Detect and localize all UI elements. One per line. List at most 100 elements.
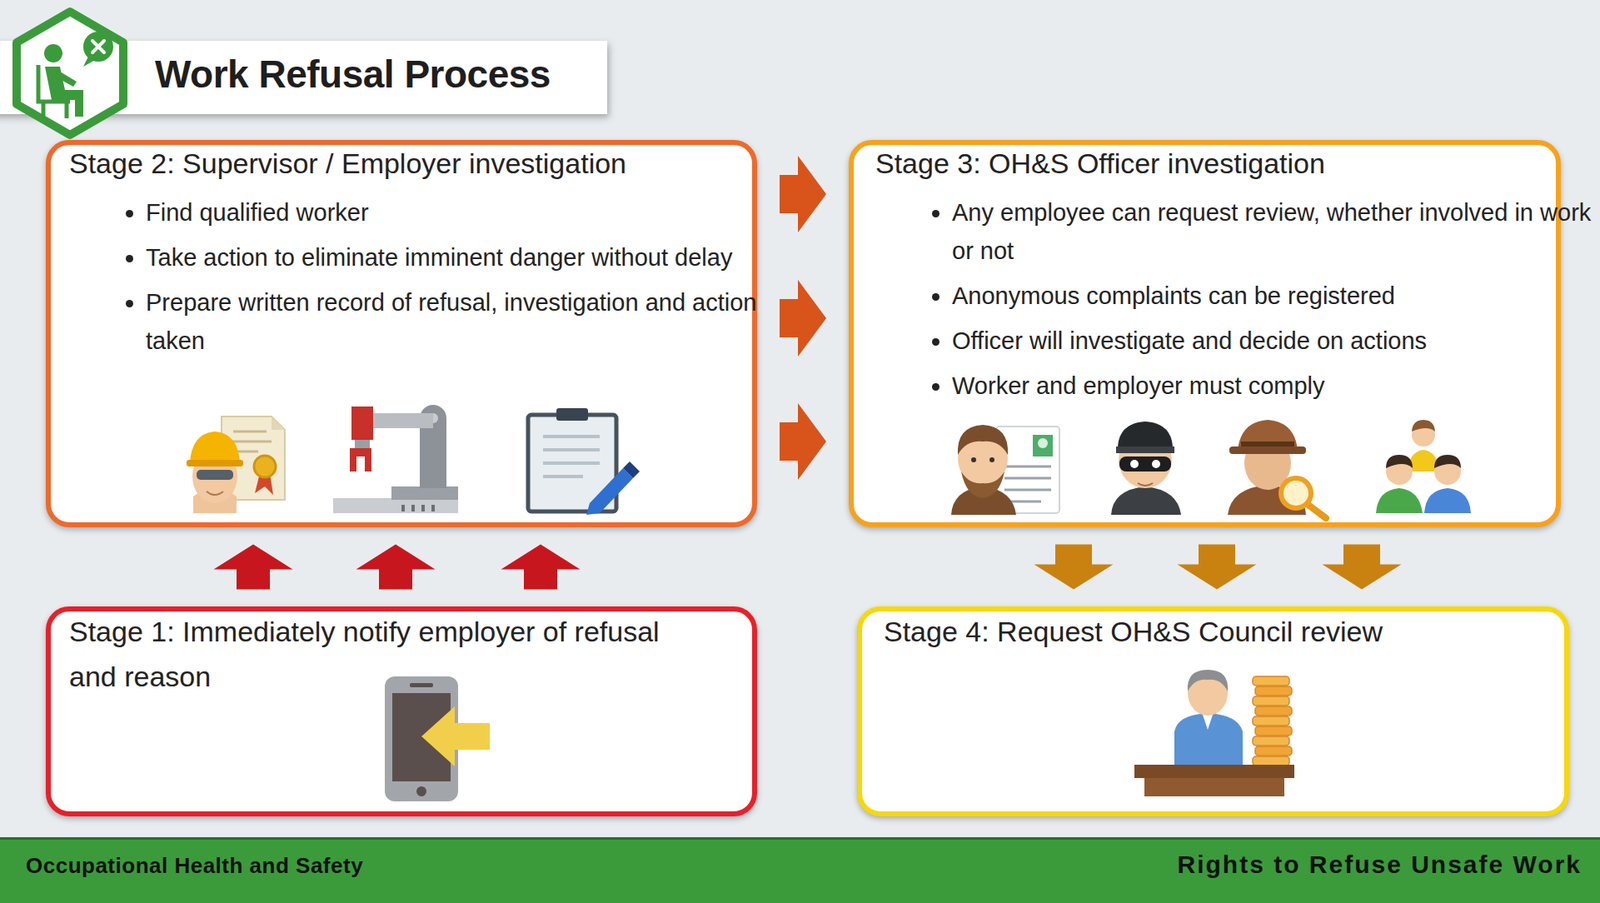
logo-hexagon-part [58,71,77,87]
council-reviewer-icon-part [1144,777,1285,797]
bullet-item: Prepare written record of refusal, inves… [145,283,798,360]
detective-icon [1227,419,1326,519]
phone-icon-part [421,706,490,767]
qualified-worker-icon-part [233,431,272,452]
stage-heading: Stage 1: Immediately notify employer of … [69,608,678,700]
group-of-people-icon-part [1385,454,1413,469]
flow-arrow [214,544,294,590]
coin [1255,686,1292,696]
robot-arm-icon [333,404,459,514]
clipboard-icon-part [623,461,640,479]
qualified-worker-icon-part [271,416,285,430]
stage-box: Stage 2: Supervisor / Employer investiga… [45,139,758,528]
flow-arrow [1322,544,1402,590]
flow-arrow [779,279,827,357]
qualified-worker-icon-part [196,469,234,480]
logo-hexagon-part [43,101,67,119]
flow-arrow [1034,544,1114,590]
qualified-worker-icon-part [254,455,276,478]
box-content: Stage 2: Supervisor / Employer investiga… [45,139,758,360]
group-of-people-icon-part [1407,449,1440,472]
flow-arrow [356,544,436,590]
coin [1252,756,1290,766]
logo-hexagon-part [83,56,95,67]
qualified-worker-icon-part [186,459,244,467]
robot-arm-icon-part [333,498,459,514]
employee-id-icon-part [1037,438,1048,449]
flow-arrow [779,403,827,480]
bullet-item: Anonymous complaints can be registered [952,276,1600,315]
bullet-item: Any employee can request review, whether… [952,193,1600,270]
detective-icon-part [1280,478,1311,509]
coin [1252,696,1290,706]
coin [1255,706,1292,716]
robot-arm-icon-part [354,439,370,449]
bullet-item: Find qualified worker [145,193,798,232]
bullet-list: Find qualified workerTake action to elim… [69,193,798,360]
qualified-worker-icon [186,416,285,514]
stage-heading: Stage 4: Request OH&S Council review [883,613,1553,650]
footer-bar [0,837,1600,903]
group-of-people-icon-part [1375,488,1423,514]
logo-hexagon-part [92,40,105,53]
group-of-people-icon [1375,419,1471,514]
robber-icon-part [1137,483,1153,486]
detective-icon-part [1237,419,1298,450]
coin [1255,726,1292,736]
logo-hexagon-part [83,31,114,62]
clipboard-icon-part [586,468,634,515]
footer-bar-part [0,837,1600,840]
employee-id-icon-part [989,457,995,463]
council-reviewer-icon [1134,669,1295,797]
bullet-list: Any employee can request review, whether… [875,193,1600,405]
clipboard-icon-part [543,436,600,477]
employee-id-icon-part [1032,434,1053,457]
phone-icon-part [416,786,427,797]
stage-box: Stage 3: OH&S Officer investigationAny e… [848,139,1561,528]
council-reviewer-icon-part [1187,670,1228,716]
robber-icon-part [1111,486,1182,515]
group-of-people-icon-part [1411,419,1436,432]
employee-id-icon-part [971,457,977,463]
robot-arm-icon-part [349,448,372,472]
box-content: Stage 3: OH&S Officer investigationAny e… [848,139,1561,405]
employee-id-icon-part [957,424,1008,455]
flow-arrow [779,155,827,233]
footer-label: Rights to Refuse Unsafe Work [1176,850,1582,879]
logo-hexagon-part [44,66,84,117]
robot-arm-icon-part [351,406,374,440]
stage-box: Stage 4: Request OH&S Council review [857,606,1570,817]
bullet-item: Worker and employer must comply [952,366,1600,405]
phone-icon-part [409,682,434,688]
box-content: Stage 1: Immediately notify employer of … [45,606,758,700]
council-reviewer-icon-part [1134,764,1295,778]
qualified-worker-icon-part [189,431,240,464]
box-content: Stage 4: Request OH&S Council review [857,606,1570,650]
robber-icon-part [1151,459,1161,469]
detective-icon-part [1229,446,1306,454]
diagram-title: Work Refusal Process [154,51,551,97]
coin [1252,736,1290,746]
stage-heading: Stage 2: Supervisor / Employer investiga… [69,144,741,182]
bullet-item: Take action to eliminate imminent danger… [145,238,798,277]
stage-heading: Stage 3: OH&S Officer investigation [875,144,1545,182]
phone-icon [384,676,490,802]
qualified-worker-icon-part [206,491,224,495]
coin [1252,716,1290,726]
council-reviewer-icon-part [1174,712,1243,768]
coin-stack [1252,676,1292,766]
council-reviewer-icon-part [1202,714,1213,730]
robber-icon-part [1116,446,1175,454]
detective-icon-part [1241,441,1295,447]
robber-icon-part [1119,456,1172,472]
footer-bar-part [0,837,1600,903]
employee-id-icon-part [1004,466,1052,502]
footer-label: Occupational Health and Safety [25,852,364,879]
robot-arm-icon-part [403,504,434,512]
logo-hexagon [16,11,124,135]
logo-hexagon-part [38,64,70,102]
flow-arrow [1177,544,1257,590]
logo-hexagon-part [16,11,124,135]
